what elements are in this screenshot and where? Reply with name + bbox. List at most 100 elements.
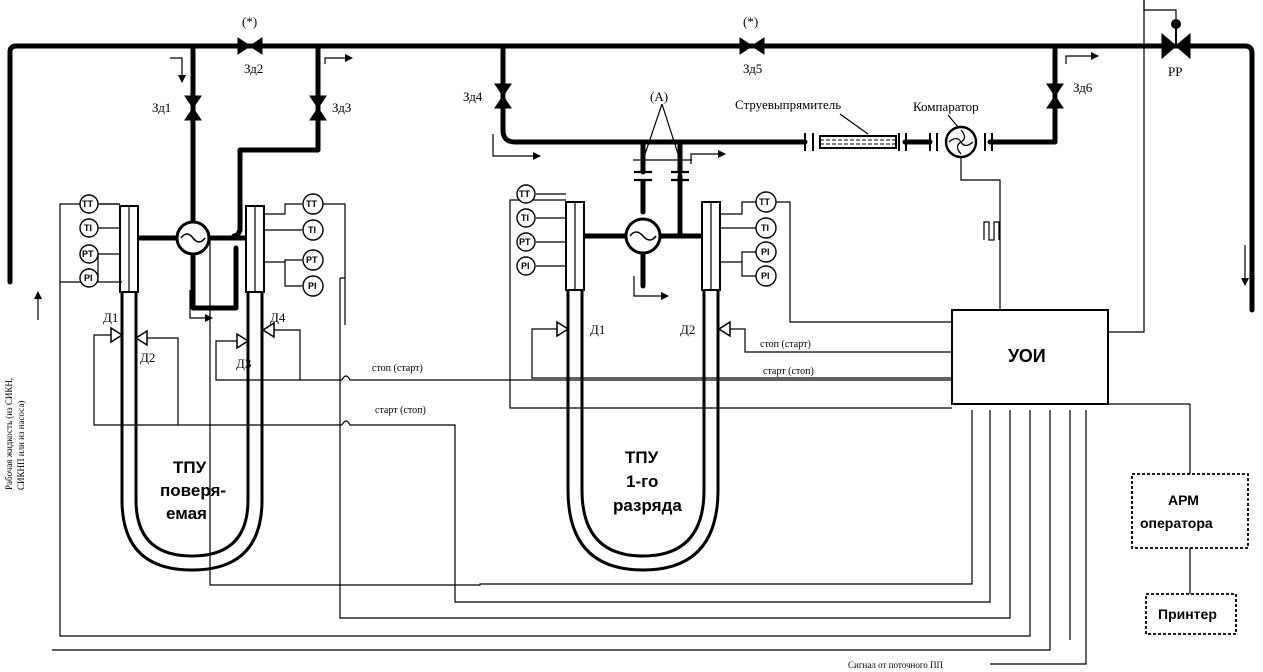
valve-zd3-label: Зд3 <box>332 100 351 115</box>
valve-rr-label: РР <box>1168 64 1182 79</box>
valve-zd2[interactable] <box>237 37 263 55</box>
tt-right-a: TT <box>516 184 536 204</box>
prover-right-line2: 1-го <box>626 472 658 491</box>
pi-left-b: PI <box>302 275 324 297</box>
straightener-label: Струевыпрямитель <box>735 97 841 112</box>
pt-left-b: PT <box>302 249 324 271</box>
rr-control-line <box>1108 0 1145 333</box>
svg-text:TT: TT <box>519 189 530 199</box>
pi-left-a: PI <box>79 268 99 288</box>
main-pipeline <box>7 43 1255 313</box>
point-a-pointer <box>633 103 692 161</box>
prover-left-tube <box>119 205 265 572</box>
comparator <box>929 125 1001 310</box>
pt-right-a: PT <box>516 232 536 252</box>
prover-left-line3: емая <box>166 504 207 523</box>
valve-zd4[interactable] <box>494 83 512 109</box>
flow-straightener <box>804 133 907 151</box>
comparator-label: Компаратор <box>913 99 979 114</box>
svg-text:TT: TT <box>82 199 93 209</box>
svg-text:PI: PI <box>308 281 317 291</box>
detector-d1-right-label: Д1 <box>590 322 605 337</box>
valve-zd3[interactable] <box>309 95 327 121</box>
valve-zd6-label: Зд6 <box>1073 80 1093 95</box>
point-a-label: (А) <box>650 89 668 104</box>
ti-right-b: TI <box>755 217 777 239</box>
arm-operator-box[interactable] <box>1131 473 1249 549</box>
detector-d3-left <box>236 332 250 350</box>
stop-start-label-right: стоп (старт) <box>760 339 811 350</box>
right-branch-pipes <box>500 43 1058 289</box>
svg-text:TI: TI <box>308 225 316 235</box>
right-flow-arrows <box>492 52 1099 300</box>
printer-box[interactable] <box>1145 593 1237 635</box>
left-branch-pipes <box>133 43 321 311</box>
prover-left-line1: ТПУ <box>173 458 207 477</box>
pulse-signal-icon <box>983 221 1000 241</box>
flange-a <box>634 139 689 182</box>
valve-zd5-star: (*) <box>743 14 758 29</box>
prover-left-line2: поверя- <box>160 481 226 500</box>
detector-d2-right <box>717 320 731 338</box>
valve-zd6[interactable] <box>1046 83 1064 109</box>
valve-zd5[interactable] <box>739 37 765 55</box>
instruments-left-b <box>264 203 346 287</box>
detector-d3-left-label: Д3 <box>236 356 251 371</box>
printer-label: Принтер <box>1158 606 1217 622</box>
start-stop-label-left: старт (стоп) <box>375 405 426 416</box>
svg-text:TI: TI <box>761 223 769 233</box>
pi-right-a: PI <box>516 256 536 276</box>
svg-text:PI: PI <box>521 261 530 271</box>
inlet-label-line1: Рабочая жидкость (из СИКН, <box>4 378 14 490</box>
regulating-valve-rr[interactable] <box>1161 19 1191 60</box>
arm-label-line1: АРМ <box>1168 492 1199 508</box>
detector-d4-left-label: Д4 <box>270 310 286 325</box>
stop-start-label-left: стоп (старт) <box>372 363 423 374</box>
uoi-box[interactable] <box>951 309 1109 405</box>
prover-right-line3: разряда <box>613 496 682 515</box>
svg-text:PT: PT <box>82 249 94 259</box>
svg-text:TT: TT <box>759 197 770 207</box>
prover-right-line1: ТПУ <box>625 448 659 467</box>
straightener-leader <box>839 113 869 135</box>
inlet-label-line2: СИКНП или из насоса) <box>16 401 26 490</box>
rr-control-top <box>1143 0 1177 19</box>
svg-text:TI: TI <box>84 223 92 233</box>
pi-right-b1: PI <box>755 241 777 263</box>
valve-zd5-label: Зд5 <box>743 61 762 76</box>
svg-text:PT: PT <box>306 255 318 265</box>
prover-right-tube <box>565 201 721 572</box>
four-way-valve-right <box>624 217 662 255</box>
signal-wires <box>52 238 1087 665</box>
svg-text:PI: PI <box>761 271 770 281</box>
ti-left-b: TI <box>302 219 324 241</box>
signal-label: Сигнал от поточного ПП <box>848 660 944 670</box>
valve-zd1[interactable] <box>184 95 202 121</box>
start-stop-label-right: старт (стоп) <box>763 366 814 377</box>
svg-text:TT: TT <box>306 199 317 209</box>
tt-left-b: TT <box>302 193 324 215</box>
tt-left-a: TT <box>79 194 99 214</box>
left-flow-arrows <box>170 54 353 322</box>
pt-left-a: PT <box>79 244 99 264</box>
tt-right-b: TT <box>755 191 777 213</box>
instruments-right-a <box>509 193 952 409</box>
comparator-leader <box>947 114 959 128</box>
valve-zd1-label: Зд1 <box>152 100 171 115</box>
valve-zd2-star: (*) <box>242 14 257 29</box>
svg-text:PI: PI <box>761 247 770 257</box>
instruments-right-b <box>720 201 952 323</box>
svg-text:PT: PT <box>519 237 531 247</box>
detector-d1-right <box>556 320 570 338</box>
detector-d1-left <box>110 326 124 344</box>
detector-d2-right-label: Д2 <box>680 322 695 337</box>
valve-zd4-label: Зд4 <box>463 89 483 104</box>
detector-d1-left-label: Д1 <box>103 310 118 325</box>
arm-label-line2: оператора <box>1140 515 1213 531</box>
four-way-valve-left <box>175 220 211 256</box>
valve-zd2-label: Зд2 <box>244 61 263 76</box>
detector-d4-left <box>261 321 275 339</box>
svg-text:PI: PI <box>84 273 93 283</box>
uoi-label: УОИ <box>1008 346 1046 366</box>
